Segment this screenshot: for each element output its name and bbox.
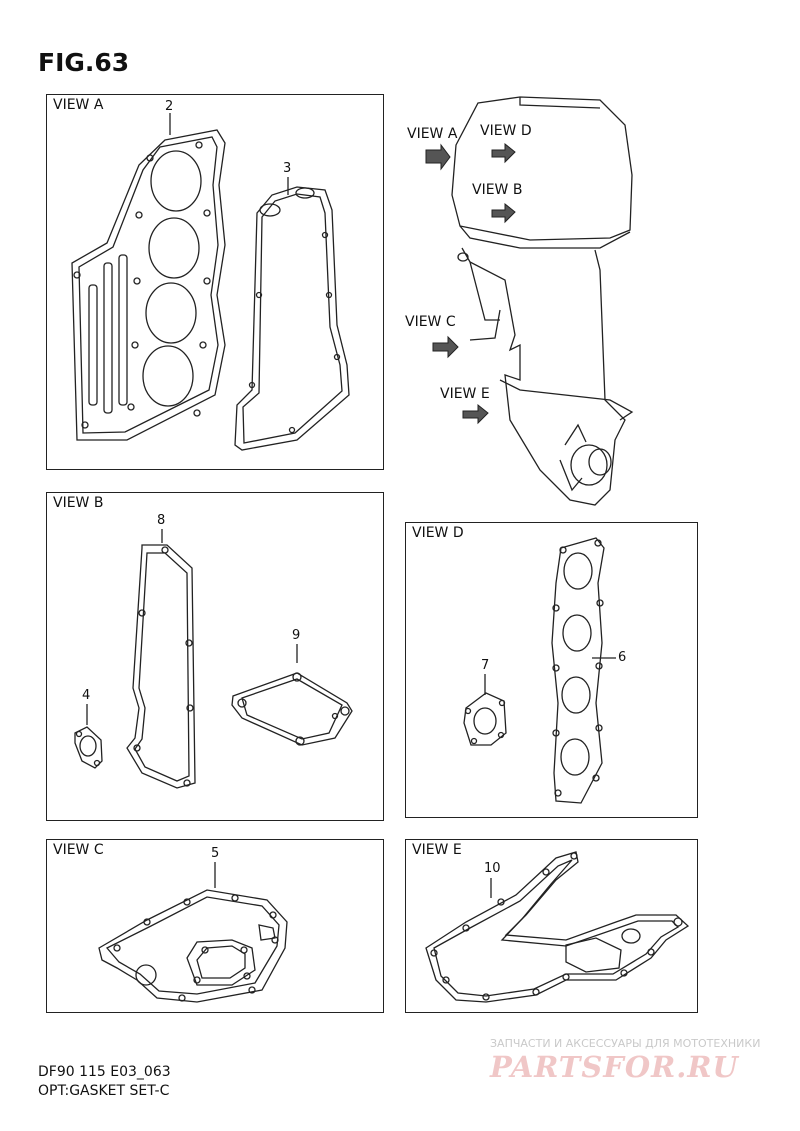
panel-view-d: VIEW D 7 6	[405, 522, 698, 818]
panel-label-view-a: VIEW A	[53, 97, 104, 113]
panel-label-view-d: VIEW D	[412, 525, 464, 541]
part-number-4: 4	[82, 688, 91, 703]
panel-view-b: VIEW B 8 9 4	[46, 492, 384, 821]
panel-view-a: VIEW A 2 3	[46, 94, 384, 470]
motor-label-view-b: VIEW B	[472, 182, 523, 198]
watermark-tagline: ЗАПЧАСТИ И АКСЕССУАРЫ ДЛЯ МОТОТЕХНИКИ	[490, 1037, 761, 1050]
footer-code: DF90 115 E03_063	[38, 1064, 171, 1080]
outboard-motor-drawing	[425, 96, 634, 506]
part-number-7: 7	[481, 658, 490, 673]
panel-label-view-c: VIEW C	[53, 842, 104, 858]
part-number-2: 2	[165, 99, 174, 114]
motor-label-view-c: VIEW C	[405, 314, 456, 330]
panel-label-view-e: VIEW E	[412, 842, 462, 858]
motor-label-view-d: VIEW D	[480, 123, 532, 139]
figure-title: FIG.63	[38, 48, 130, 77]
panel-view-e: VIEW E 10	[405, 839, 698, 1013]
panel-label-view-b: VIEW B	[53, 495, 104, 511]
motor-label-view-e: VIEW E	[440, 386, 490, 402]
view-d-gaskets-drawing	[463, 537, 616, 804]
motor-label-view-a: VIEW A	[407, 126, 458, 142]
part-number-3: 3	[283, 161, 292, 176]
cylinder-head-gaskets-drawing	[71, 113, 350, 451]
part-number-10: 10	[484, 861, 501, 876]
part-number-5: 5	[211, 846, 220, 861]
view-c-gasket-drawing	[98, 862, 288, 1003]
part-number-6: 6	[618, 650, 627, 665]
footer-name: OPT:GASKET SET-C	[38, 1083, 170, 1099]
part-number-9: 9	[292, 628, 301, 643]
view-e-gasket-drawing	[425, 851, 690, 1003]
view-b-gaskets-drawing	[74, 529, 353, 789]
watermark-logo: PARTSFOR.RU	[490, 1050, 739, 1084]
panel-view-c: VIEW C 5	[46, 839, 384, 1013]
part-number-8: 8	[157, 513, 166, 528]
